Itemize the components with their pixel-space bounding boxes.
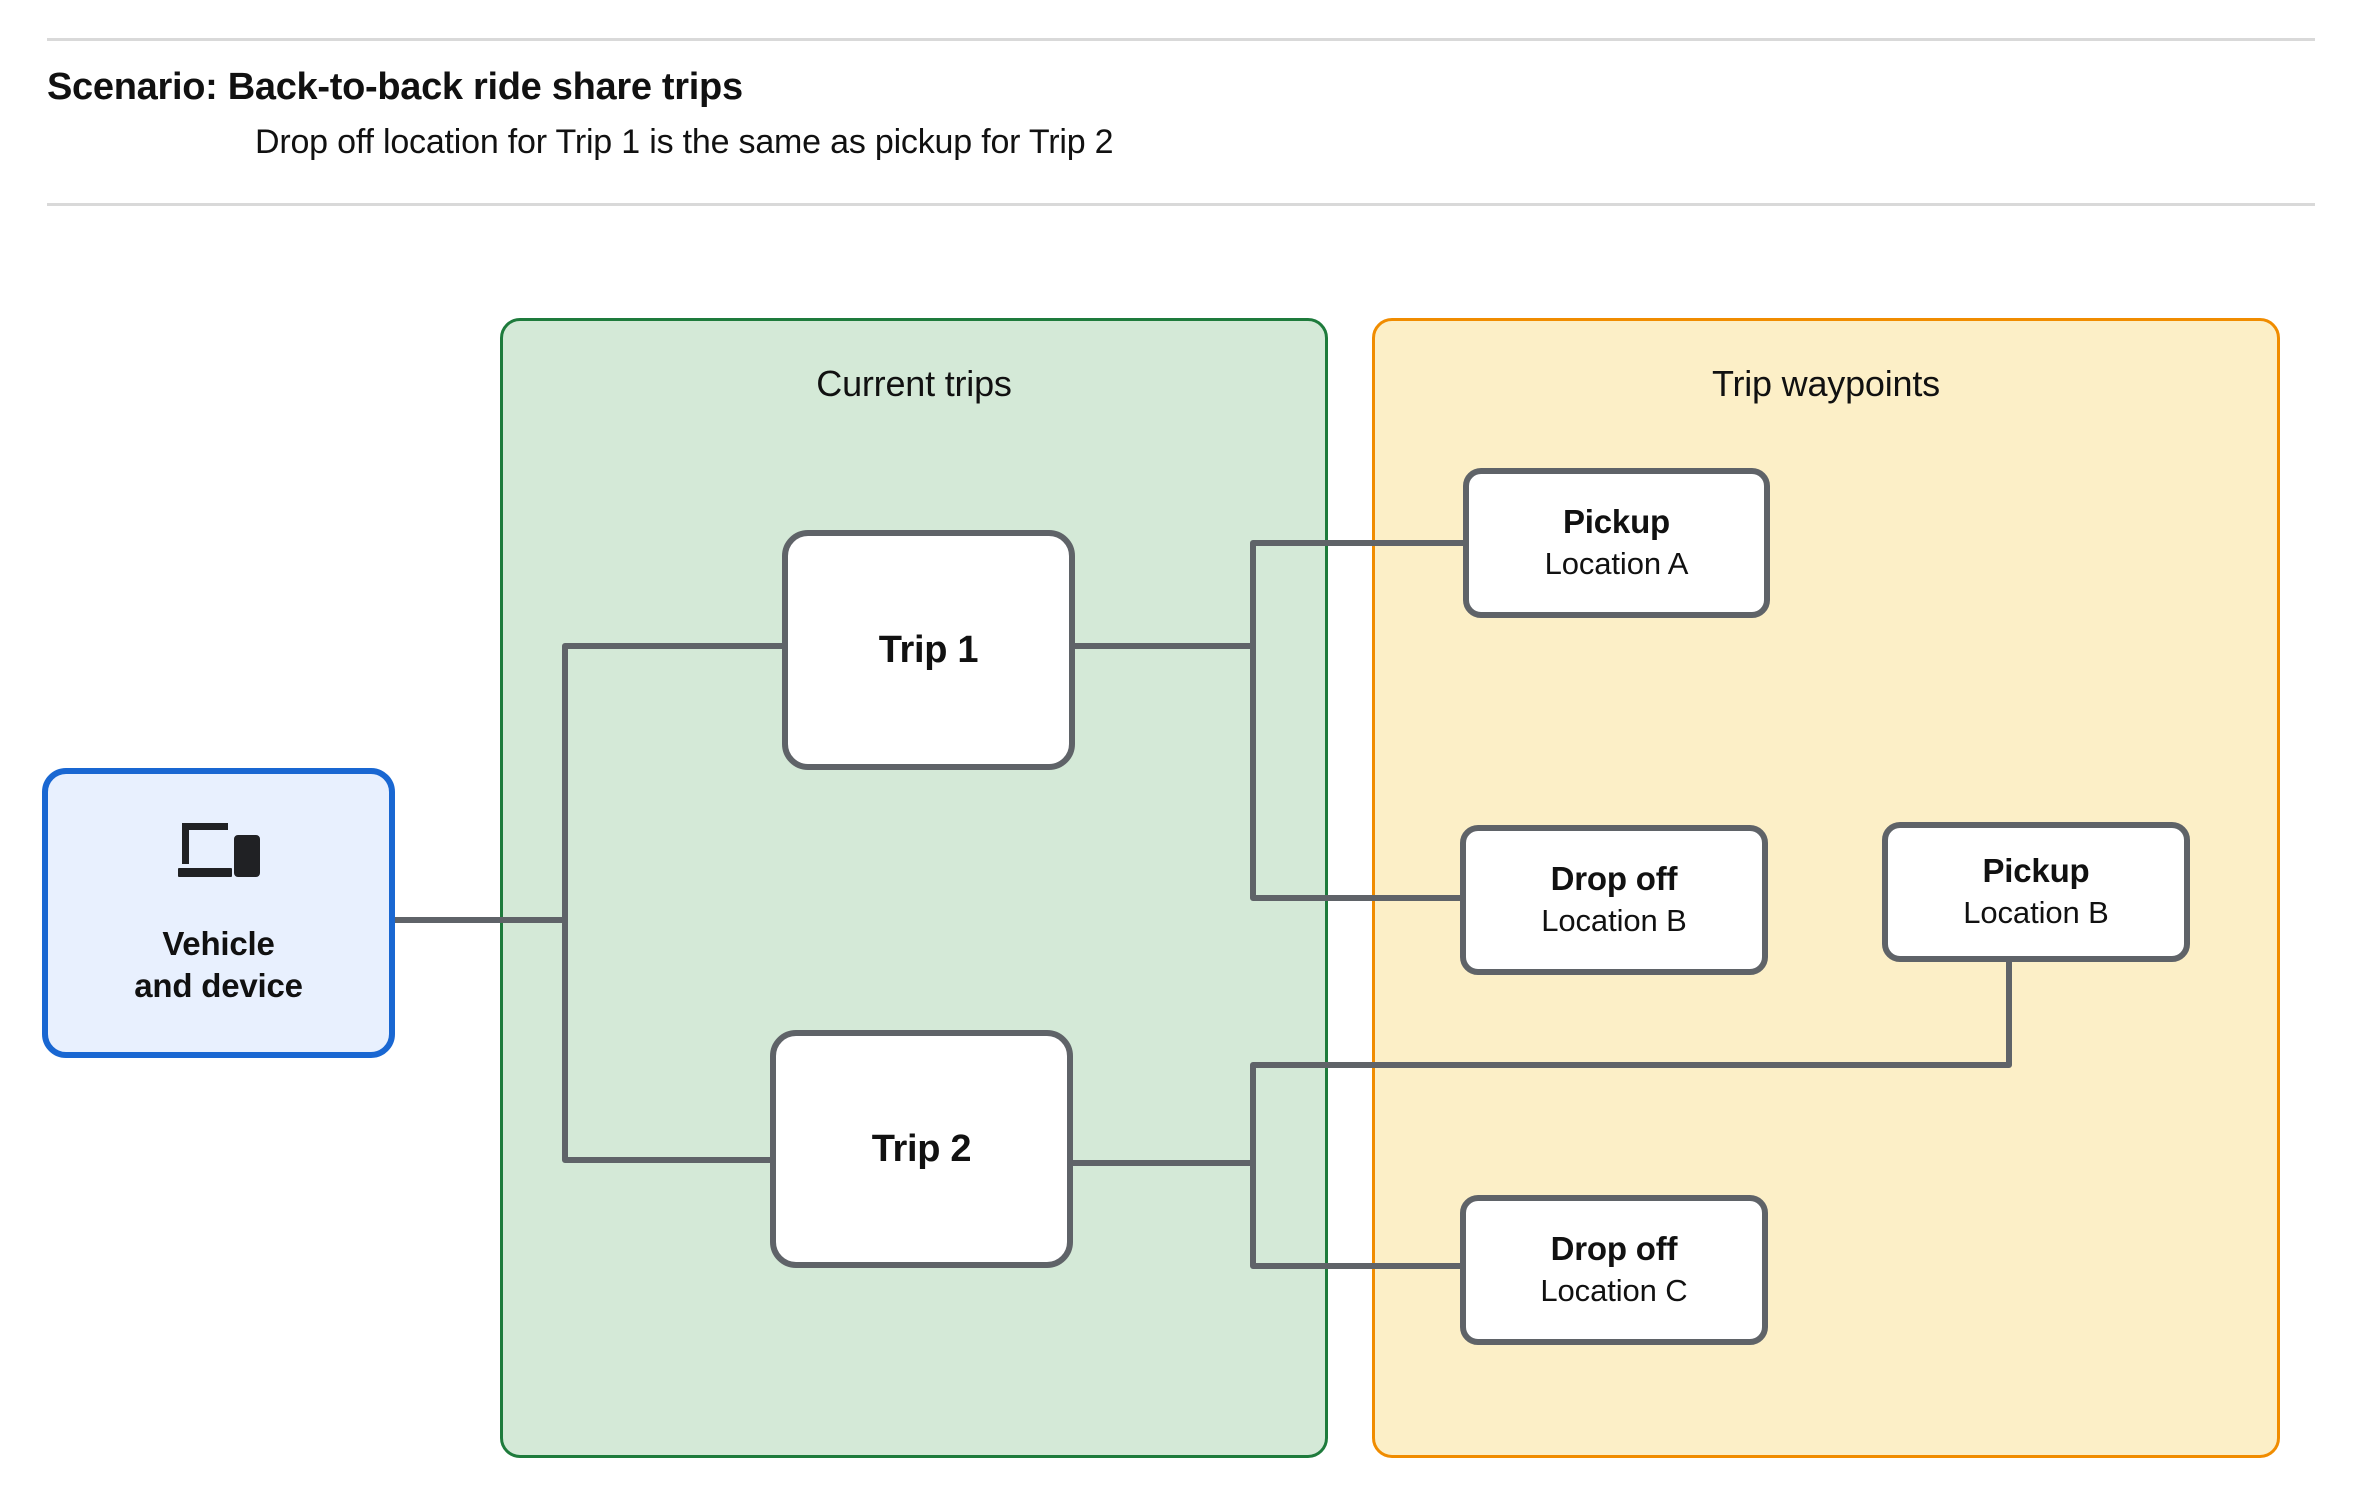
edge-trunk-to-trip-2: [562, 920, 770, 1163]
edge-trip1-to-pickup-a: [1250, 540, 1463, 646]
edge-trip1-to-dropoff-b: [1250, 646, 1460, 901]
edge-trip2-to-pickup-b: [1250, 962, 2012, 1163]
edge-trip2-to-dropoff-c: [1250, 1163, 1460, 1269]
waypoint-location: Location C: [1540, 1272, 1688, 1308]
waypoint-pickup-location-b[interactable]: Pickup Location B: [1882, 822, 2190, 962]
group-trip-waypoints-title: Trip waypoints: [1712, 363, 1940, 404]
waypoint-location: Location A: [1544, 545, 1689, 581]
vehicle-and-device-node[interactable]: Vehicle and device: [42, 768, 395, 1058]
waypoint-title: Drop off: [1550, 859, 1678, 897]
waypoint-title: Drop off: [1550, 1229, 1678, 1267]
page-title: Scenario: Back-to-back ride share trips: [47, 66, 743, 108]
page-subtitle: Drop off location for Trip 1 is the same…: [255, 123, 1114, 161]
trip-1-label: Trip 1: [878, 628, 979, 671]
group-current-trips-title: Current trips: [816, 363, 1012, 404]
waypoint-location: Location B: [1541, 902, 1687, 938]
waypoint-title: Pickup: [1982, 851, 2090, 889]
edge-trunk-to-trip-1: [562, 643, 782, 920]
header-divider-top: [47, 38, 2315, 41]
trip-2-node[interactable]: Trip 2: [770, 1030, 1073, 1268]
waypoint-dropoff-location-c[interactable]: Drop off Location C: [1460, 1195, 1768, 1345]
waypoint-title: Pickup: [1562, 502, 1670, 540]
header-divider-bottom: [47, 203, 2315, 206]
vehicle-node-label: Vehicle and device: [134, 924, 303, 1004]
trip-2-label: Trip 2: [871, 1127, 972, 1170]
group-current-trips: Current trips: [500, 318, 1328, 1458]
waypoint-pickup-location-a[interactable]: Pickup Location A: [1463, 468, 1770, 618]
waypoint-dropoff-location-b[interactable]: Drop off Location B: [1460, 825, 1768, 975]
waypoint-location: Location B: [1963, 894, 2109, 930]
laptop-and-phone-icon: [177, 822, 260, 877]
trip-1-node[interactable]: Trip 1: [782, 530, 1075, 770]
